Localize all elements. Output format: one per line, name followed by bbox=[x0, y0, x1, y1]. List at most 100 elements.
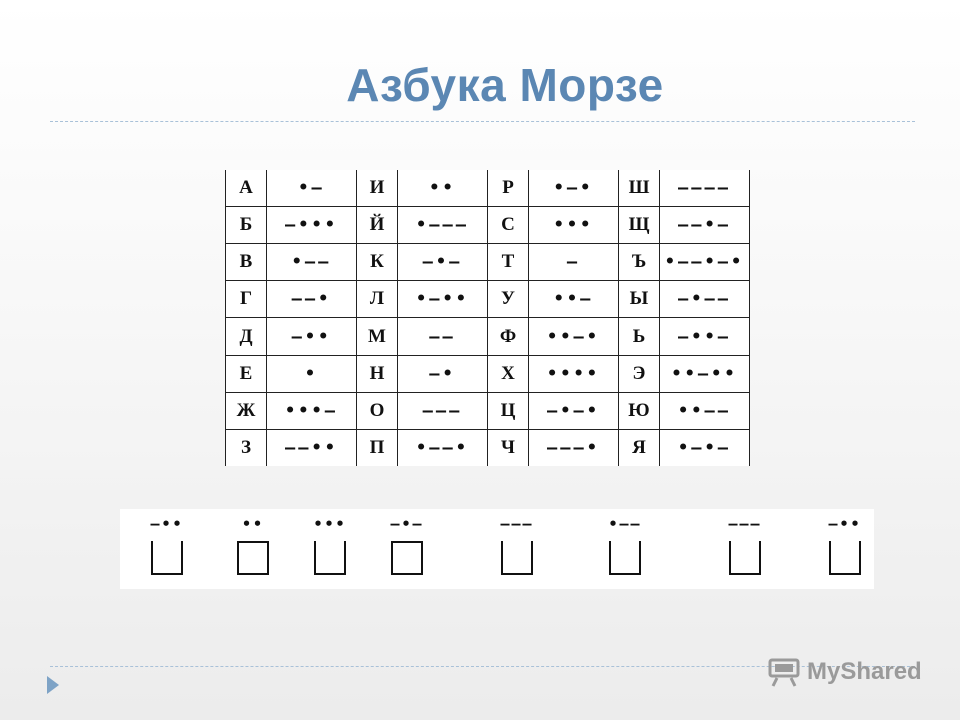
answer-box[interactable] bbox=[501, 541, 533, 575]
code-cell: ••— bbox=[528, 280, 619, 319]
code-cell: ——• bbox=[266, 280, 357, 319]
puzzle-slot: •—— bbox=[590, 515, 660, 581]
watermark-text: MyShared bbox=[807, 658, 922, 685]
watermark-logo: MyShared bbox=[767, 656, 922, 688]
letter-cell: П bbox=[356, 429, 398, 466]
code-cell: —••— bbox=[659, 317, 750, 356]
letter-cell: Е bbox=[225, 355, 267, 393]
code-cell: • bbox=[266, 355, 357, 393]
letter-cell: Щ bbox=[618, 206, 660, 245]
puzzle-slot: •• bbox=[218, 515, 288, 581]
code-cell: •——• bbox=[397, 429, 488, 466]
code-cell: •• bbox=[397, 170, 488, 208]
morse-puzzle-strip: —•••••••—•————•——————•• bbox=[120, 509, 874, 589]
letter-cell: Я bbox=[618, 429, 660, 466]
page-title: Азбука Морзе bbox=[346, 59, 664, 111]
letter-cell: Й bbox=[356, 206, 398, 245]
code-cell: —•— bbox=[397, 243, 488, 282]
letter-cell: О bbox=[356, 392, 398, 430]
puzzle-code: ••• bbox=[313, 515, 347, 533]
code-cell: ——•— bbox=[659, 206, 750, 245]
answer-box[interactable] bbox=[391, 541, 423, 575]
morse-code-table: А•—И••Р•—•Ш————Б—•••Й•———С•••Щ——•—В•——К—… bbox=[225, 170, 750, 466]
letter-cell: Р bbox=[487, 170, 529, 208]
letter-cell: Э bbox=[618, 355, 660, 393]
letter-cell: Ц bbox=[487, 392, 529, 430]
letter-cell: Ф bbox=[487, 317, 529, 356]
answer-box[interactable] bbox=[609, 541, 641, 575]
code-cell: •——— bbox=[397, 206, 488, 245]
letter-cell: С bbox=[487, 206, 529, 245]
letter-cell: Д bbox=[225, 317, 267, 356]
code-cell: —•• bbox=[266, 317, 357, 356]
letter-cell: Ь bbox=[618, 317, 660, 356]
puzzle-slot: ••• bbox=[295, 515, 365, 581]
table-row: Ж•••—О———Ц—•—•Ю••—— bbox=[225, 392, 750, 430]
letter-cell: В bbox=[225, 243, 267, 282]
letter-cell: З bbox=[225, 429, 267, 466]
puzzle-slot: —•• bbox=[810, 515, 880, 581]
table-row: З——••П•——•Ч———•Я•—•— bbox=[225, 429, 750, 466]
footer-divider bbox=[50, 666, 915, 667]
letter-cell: Б bbox=[225, 206, 267, 245]
table-row: Б—•••Й•———С•••Щ——•— bbox=[225, 206, 750, 245]
puzzle-code: •• bbox=[241, 515, 265, 533]
letter-cell: Г bbox=[225, 280, 267, 319]
puzzle-slot: —•— bbox=[372, 515, 442, 581]
code-cell: —•—• bbox=[528, 392, 619, 430]
code-cell: •——•—• bbox=[659, 243, 750, 282]
letter-cell: Ч bbox=[487, 429, 529, 466]
answer-box[interactable] bbox=[237, 541, 269, 575]
puzzle-code: •—— bbox=[608, 515, 642, 533]
answer-box[interactable] bbox=[829, 541, 861, 575]
letter-cell: Х bbox=[487, 355, 529, 393]
puzzle-code: —•• bbox=[828, 515, 862, 533]
table-row: Е•Н—•Х••••Э••—•• bbox=[225, 355, 750, 393]
letter-cell: Ъ bbox=[618, 243, 660, 282]
puzzle-code: —•— bbox=[390, 515, 424, 533]
puzzle-code: —•• bbox=[150, 515, 184, 533]
letter-cell: Ж bbox=[225, 392, 267, 430]
letter-cell: У bbox=[487, 280, 529, 319]
code-cell: ••• bbox=[528, 206, 619, 245]
letter-cell: Т bbox=[487, 243, 529, 282]
code-cell: —— bbox=[397, 317, 488, 356]
code-cell: —••• bbox=[266, 206, 357, 245]
code-cell: ••—— bbox=[659, 392, 750, 430]
code-cell: ———• bbox=[528, 429, 619, 466]
letter-cell: Ю bbox=[618, 392, 660, 430]
code-cell: — bbox=[528, 243, 619, 282]
code-cell: —•—— bbox=[659, 280, 750, 319]
answer-box[interactable] bbox=[729, 541, 761, 575]
letter-cell: Ы bbox=[618, 280, 660, 319]
code-cell: ———— bbox=[659, 170, 750, 208]
title-divider bbox=[50, 121, 915, 122]
code-cell: •—• bbox=[528, 170, 619, 208]
code-cell: ••—• bbox=[528, 317, 619, 356]
puzzle-slot: —•• bbox=[132, 515, 202, 581]
puzzle-slot: ——— bbox=[482, 515, 552, 581]
letter-cell: А bbox=[225, 170, 267, 208]
puzzle-code: ——— bbox=[500, 515, 534, 533]
table-row: Д—••М——Ф••—•Ь—••— bbox=[225, 317, 750, 356]
code-cell: •— bbox=[266, 170, 357, 208]
puzzle-code: ——— bbox=[728, 515, 762, 533]
code-cell: •—•• bbox=[397, 280, 488, 319]
answer-box[interactable] bbox=[151, 541, 183, 575]
letter-cell: И bbox=[356, 170, 398, 208]
code-cell: ••—•• bbox=[659, 355, 750, 393]
table-row: Г——•Л•—••У••—Ы—•—— bbox=[225, 280, 750, 319]
code-cell: —• bbox=[397, 355, 488, 393]
answer-box[interactable] bbox=[314, 541, 346, 575]
play-arrow-icon[interactable] bbox=[47, 676, 59, 694]
code-cell: ——— bbox=[397, 392, 488, 430]
code-cell: •••• bbox=[528, 355, 619, 393]
puzzle-slot: ——— bbox=[710, 515, 780, 581]
code-cell: •—•— bbox=[659, 429, 750, 466]
letter-cell: Н bbox=[356, 355, 398, 393]
code-cell: •—— bbox=[266, 243, 357, 282]
letter-cell: М bbox=[356, 317, 398, 356]
code-cell: •••— bbox=[266, 392, 357, 430]
letter-cell: Л bbox=[356, 280, 398, 319]
table-row: В•——К—•—Т—Ъ•——•—• bbox=[225, 243, 750, 282]
